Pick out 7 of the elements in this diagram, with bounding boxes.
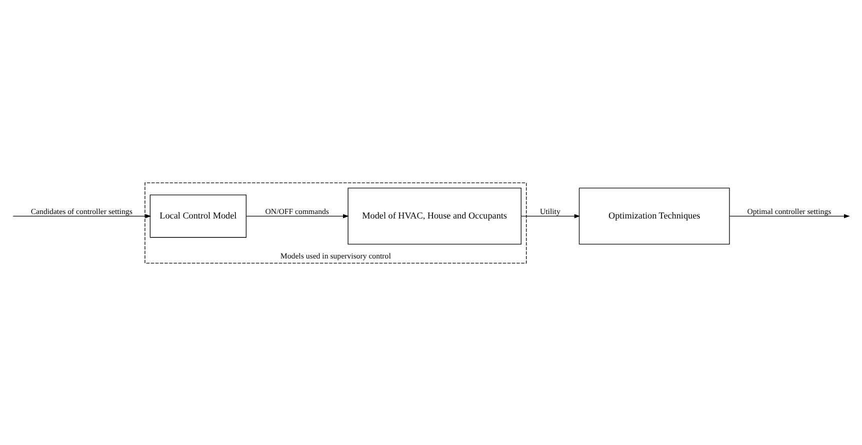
arrow (729, 214, 850, 218)
arrow (520, 214, 580, 218)
arrow (246, 214, 349, 218)
node-box: Optimization Techniques (578, 187, 730, 244)
node-box: Model of HVAC, House and Occupants (348, 187, 522, 244)
arrow (12, 214, 152, 218)
node-box: Local Control Model (150, 194, 247, 238)
